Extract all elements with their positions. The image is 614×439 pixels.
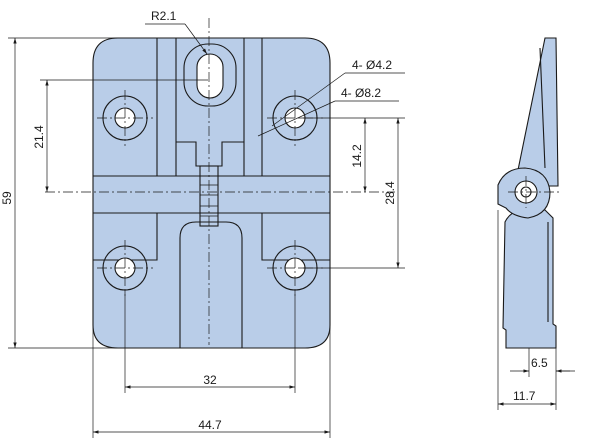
dim-side-thickness: 6.5 bbox=[531, 356, 548, 370]
hinge-plate bbox=[92, 37, 331, 349]
front-view bbox=[45, 18, 395, 349]
adjustment-slot bbox=[183, 43, 237, 107]
side-upper-leaf bbox=[517, 37, 559, 187]
dim-overall-width: 44.7 bbox=[198, 418, 222, 432]
dim-hole-to-pivot: 14.2 bbox=[350, 144, 364, 168]
dim-hole-horizontal-spacing: 32 bbox=[203, 373, 217, 387]
lower-tongue bbox=[179, 221, 243, 348]
centerlines bbox=[45, 18, 395, 345]
dim-side-depth: 11.7 bbox=[513, 389, 536, 403]
side-view bbox=[497, 37, 560, 349]
upper-leaf-ribs bbox=[156, 38, 263, 176]
dim-slot-radius: R2.1 bbox=[151, 9, 177, 23]
callout-small-holes: 4- Ø4.2 bbox=[352, 58, 392, 72]
side-dimensions: 6.5 11.7 bbox=[497, 210, 575, 410]
dim-overall-height: 59 bbox=[0, 191, 14, 205]
dim-pivot-to-lower-holes: 28.4 bbox=[383, 181, 397, 205]
callout-large-holes: 4- Ø8.2 bbox=[341, 86, 381, 100]
front-dimensions: 59 21.4 14.2 28.4 32 44.7 R2.1 4- Ø4.2 bbox=[0, 9, 405, 438]
dim-hole-vertical-spacing: 21.4 bbox=[32, 125, 46, 149]
